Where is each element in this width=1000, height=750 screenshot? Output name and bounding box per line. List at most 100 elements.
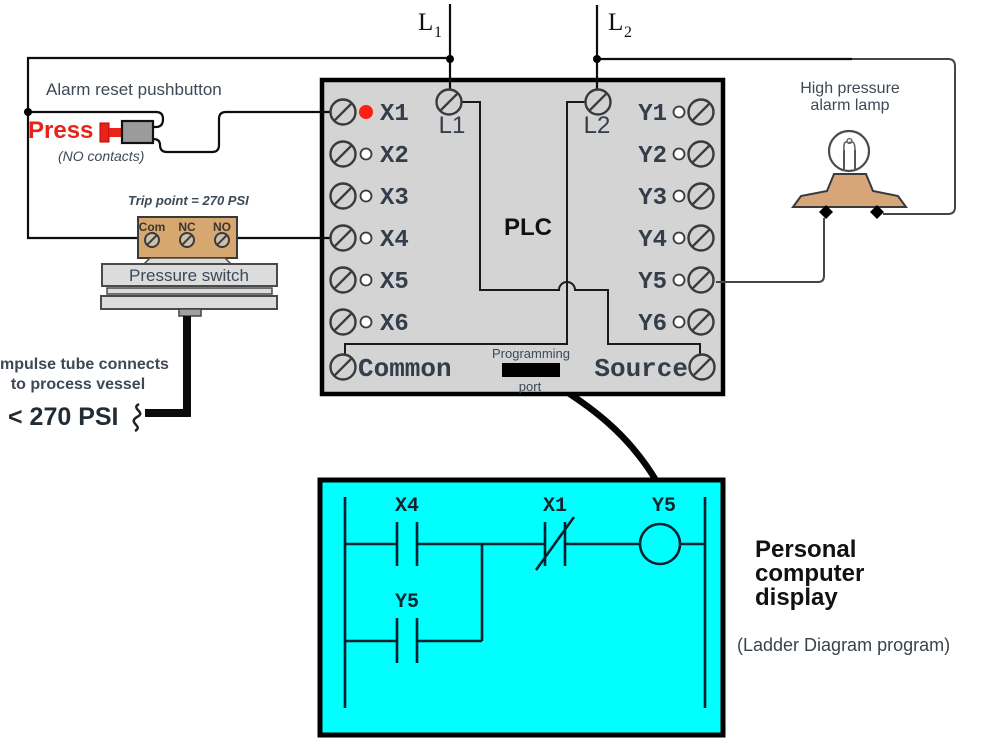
lamp-label-line1: High pressure (800, 80, 900, 97)
l1-junction-dot (446, 55, 454, 63)
ladder-y5-seal-label: Y5 (395, 591, 419, 614)
lamp-filament-knot (846, 137, 853, 145)
input-label-x1: X1 (380, 101, 409, 128)
trip-point-note: Trip point = 270 PSI (128, 193, 249, 208)
input-label-x4: X4 (380, 227, 409, 254)
y5-to-lamp-wire (716, 218, 825, 283)
y5-indicator-led (672, 273, 686, 287)
l2-terminal-label: L2 (584, 112, 611, 139)
x4-screw-icon (329, 224, 357, 252)
plc-terminals (329, 88, 716, 381)
output-label-y6: Y6 (638, 311, 667, 338)
pushbutton-body (120, 119, 155, 145)
source-terminal-label: Source (594, 354, 688, 384)
lamp-base (791, 173, 908, 208)
input-label-x3: X3 (380, 185, 409, 212)
alarm-reset-label: Alarm reset pushbutton (46, 80, 222, 99)
l2-power-label: L (608, 9, 623, 36)
x5-indicator-led (359, 273, 373, 287)
l1-power-subscript: 1 (434, 24, 442, 41)
pushbutton-to-x1-wire (152, 110, 331, 154)
l1-power-label: L (418, 9, 433, 36)
lamp-right-wire (852, 58, 956, 215)
impulse-note-line2: to process vessel (11, 376, 145, 393)
output-label-y5: Y5 (638, 269, 667, 296)
ladder-y5-coil-label: Y5 (652, 495, 676, 518)
input-label-x6: X6 (380, 311, 409, 338)
x6-screw-icon (329, 308, 357, 336)
pressure-switch-body-mid (106, 287, 273, 295)
y6-screw-icon (687, 308, 715, 336)
x6-indicator-led (359, 315, 373, 329)
port-label: port (519, 379, 542, 394)
pushbutton (99, 119, 155, 145)
nc-screw-icon (179, 232, 195, 248)
l1-terminal-label: L1 (439, 112, 466, 139)
pc-display-screen (317, 477, 726, 738)
impulse-tube-fitting (178, 308, 202, 317)
lamp-right-terminal (870, 205, 884, 219)
lamp-left-terminal (819, 205, 833, 219)
ladder-contact-x1-nc (534, 516, 640, 571)
x5-screw-icon (329, 266, 357, 294)
press-label: Press (28, 117, 93, 144)
common-terminal-label: Common (358, 354, 452, 384)
impulse-tube (145, 316, 191, 417)
pc-display-title-line1: Personal (755, 536, 856, 563)
plc-title: PLC (504, 214, 552, 241)
ladder-x1-label: X1 (543, 495, 567, 518)
l2-junction-dot (593, 55, 601, 63)
ladder-program-note: (Ladder Diagram program) (737, 635, 950, 655)
programming-label: Programming (492, 346, 570, 361)
com-terminal-label: Com (139, 220, 166, 234)
nc-terminal-label: NC (178, 220, 196, 234)
programming-port (502, 363, 560, 377)
pressure-switch (100, 216, 278, 433)
no-screw-icon (214, 232, 230, 248)
x1-indicator-led-on (359, 105, 373, 119)
x1-screw-icon (329, 98, 357, 126)
pressure-reading: < 270 PSI (8, 403, 119, 431)
pc-display-title-line3: display (755, 584, 838, 611)
l2-to-common-wire (344, 101, 586, 354)
x3-indicator-led (359, 189, 373, 203)
no-contacts-note: (NO contacts) (58, 148, 144, 164)
y4-indicator-led (672, 231, 686, 245)
x2-screw-icon (329, 140, 357, 168)
plc-internal-wiring (344, 101, 701, 355)
rail-junction-dot (24, 108, 32, 116)
lamp-bulb-icon (827, 129, 871, 173)
alarm-lamp (791, 129, 908, 219)
source-screw-icon (688, 353, 716, 381)
l1-to-source-wire (462, 101, 701, 355)
common-screw-icon (329, 353, 357, 381)
lamp-label-line2: alarm lamp (810, 97, 889, 114)
output-label-y1: Y1 (638, 101, 667, 128)
ladder-program (343, 497, 707, 708)
l1-screw-icon (435, 88, 463, 116)
tube-break-squiggle (132, 402, 142, 433)
y1-indicator-led (672, 105, 686, 119)
y4-screw-icon (687, 224, 715, 252)
y3-indicator-led (672, 189, 686, 203)
y1-screw-icon (687, 98, 715, 126)
input-label-x5: X5 (380, 269, 409, 296)
x4-indicator-led (359, 231, 373, 245)
y6-indicator-led (672, 315, 686, 329)
com-screw-icon (144, 232, 160, 248)
pressure-switch-body-top (101, 263, 278, 287)
l2-power-subscript: 2 (624, 24, 632, 41)
y2-indicator-led (672, 147, 686, 161)
y5-screw-icon (687, 266, 715, 294)
pc-display-title-line2: computer (755, 560, 864, 587)
impulse-note-line1: mpulse tube connects (0, 356, 169, 373)
pushbutton-actuator-stem (109, 128, 123, 137)
input-label-x2: X2 (380, 143, 409, 170)
ladder-x4-label: X4 (395, 495, 419, 518)
pressure-switch-body-bottom (100, 295, 278, 310)
lamp-wiring (716, 58, 956, 283)
output-label-y4: Y4 (638, 227, 667, 254)
lamp-filament-posts (843, 150, 856, 171)
